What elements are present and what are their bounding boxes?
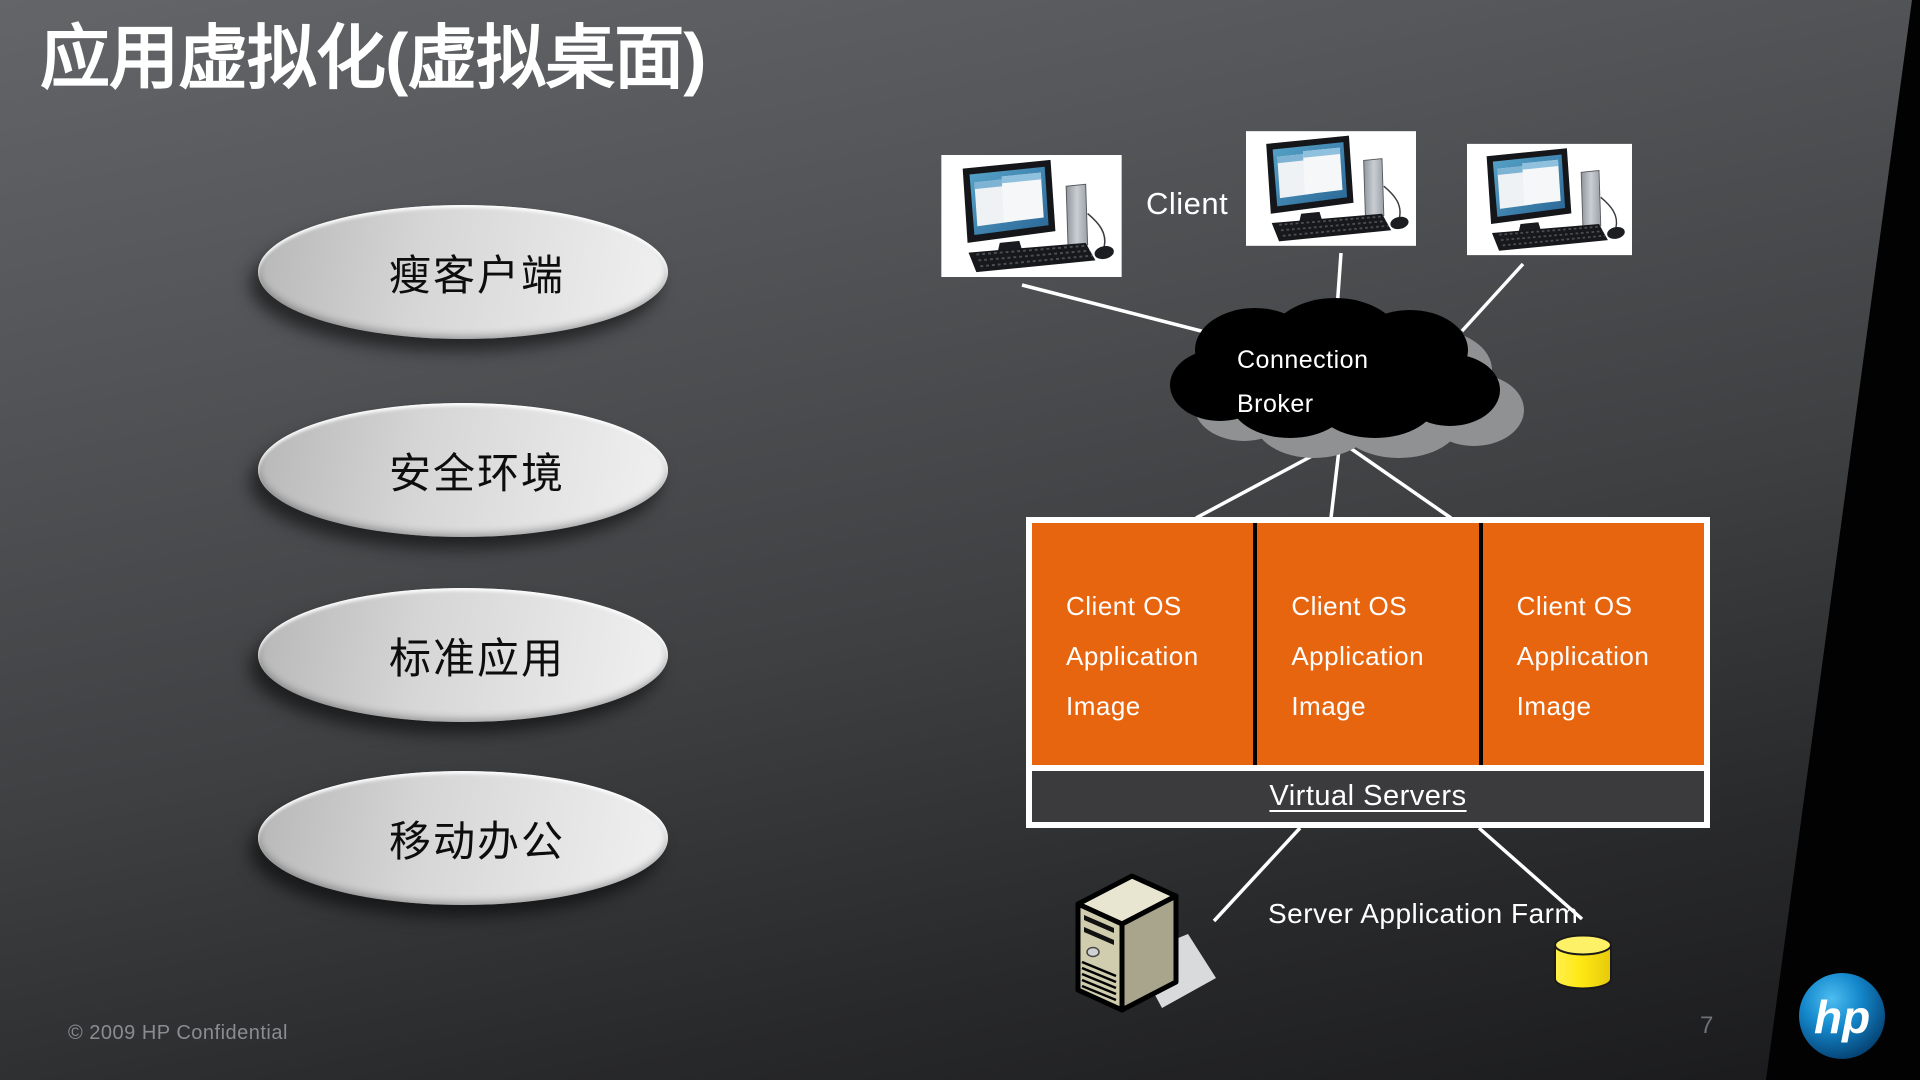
hp-logo-text: hp <box>1814 991 1870 1043</box>
feature-label: 标准应用 <box>388 636 565 683</box>
cell-line: Application <box>1291 641 1425 671</box>
feature-label: 瘦客户端 <box>388 253 565 300</box>
virtual-servers-label: Virtual Servers <box>1269 780 1467 812</box>
client-os-image-cell: Client OS Application Image <box>1257 523 1479 765</box>
connector-bar-server <box>1212 826 1302 923</box>
cell-line: Application <box>1516 641 1650 671</box>
feature-ellipse-thin-client: 瘦客户端 <box>258 205 668 339</box>
slide-title: 应用虚拟化(虚拟桌面) <box>40 19 707 97</box>
cloud-label-line2: Broker <box>1237 390 1314 418</box>
cell-line: Client OS <box>1291 591 1408 621</box>
cell-line: Application <box>1066 641 1199 671</box>
client-os-row: Client OS Application Image Client OS Ap… <box>1032 523 1704 765</box>
connector-cloud-box3 <box>1339 439 1452 520</box>
desktop-computer-icon <box>1246 127 1416 250</box>
copyright-text: © 2009 HP Confidential <box>68 1022 288 1044</box>
connection-broker-cloud <box>1170 298 1524 458</box>
divider <box>1032 765 1704 771</box>
feature-label: 安全环境 <box>388 451 565 498</box>
desktop-computer-icon <box>1467 138 1632 261</box>
cloud-label-line1: Connection <box>1237 346 1369 374</box>
cell-line: Image <box>1066 691 1141 721</box>
cell-line: Image <box>1291 691 1367 721</box>
server-tower-icon <box>1075 873 1216 1013</box>
feature-ellipse-secure-environment: 安全环境 <box>258 403 668 537</box>
page-number: 7 <box>1700 1012 1714 1039</box>
database-cylinder-icon <box>1554 934 1612 990</box>
connector-client1-cloud <box>1021 283 1206 334</box>
connection-broker-label: Connection Broker <box>1237 338 1368 426</box>
client-os-image-cell: Client OS Application Image <box>1482 523 1704 765</box>
feature-label: 移动办公 <box>388 819 565 866</box>
connector-bar-database <box>1477 826 1584 921</box>
client-label: Client <box>1146 186 1229 221</box>
connector-client3-cloud <box>1460 262 1525 333</box>
virtual-servers-bar: Virtual Servers <box>1032 771 1704 822</box>
cloud-shape <box>1170 298 1500 438</box>
cell-line: Image <box>1516 691 1592 721</box>
desktop-computer-icon <box>938 155 1125 277</box>
cell-line: Client OS <box>1516 591 1633 621</box>
hp-logo: hp <box>1799 973 1885 1059</box>
server-farm-label: Server Application Farm <box>1268 898 1579 929</box>
client-os-image-cell: Client OS Application Image <box>1032 523 1254 765</box>
feature-ellipse-standard-application: 标准应用 <box>258 588 668 722</box>
cell-line: Client OS <box>1066 591 1182 621</box>
virtual-servers-box: Client OS Application Image Client OS Ap… <box>1026 517 1710 828</box>
feature-ellipse-mobile-office: 移动办公 <box>258 771 668 905</box>
